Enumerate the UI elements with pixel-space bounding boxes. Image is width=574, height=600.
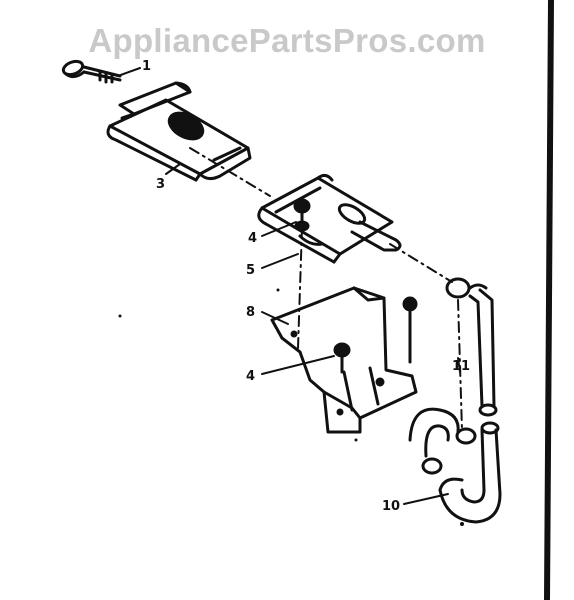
part-3-cover	[106, 81, 252, 182]
label-part-10: 10	[382, 499, 400, 514]
part-1-knob	[61, 59, 122, 84]
assembly-centerlines	[189, 147, 463, 431]
label-part-8: 8	[246, 305, 255, 320]
bracket-screw-right	[402, 296, 418, 364]
watermark-logo: AppliancePartsPros.com	[88, 22, 486, 59]
label-part-5: 5	[246, 263, 255, 278]
label-part-11: 11	[452, 359, 470, 374]
scan-specks	[118, 288, 464, 526]
part-5-valve-body	[257, 173, 402, 264]
part-11-tube	[445, 277, 498, 417]
part-4-top-screw	[293, 198, 311, 228]
label-part-4-bottom: 4	[246, 369, 255, 384]
label-part-3: 3	[156, 177, 165, 192]
part-8-bracket	[270, 286, 418, 434]
part-4-lower-screw	[333, 342, 351, 374]
label-part-1: 1	[142, 59, 151, 74]
label-part-4-top: 4	[248, 231, 257, 246]
right-border-line	[544, 0, 554, 600]
part-10-u-tube	[408, 407, 502, 524]
leader-lines	[117, 67, 461, 505]
